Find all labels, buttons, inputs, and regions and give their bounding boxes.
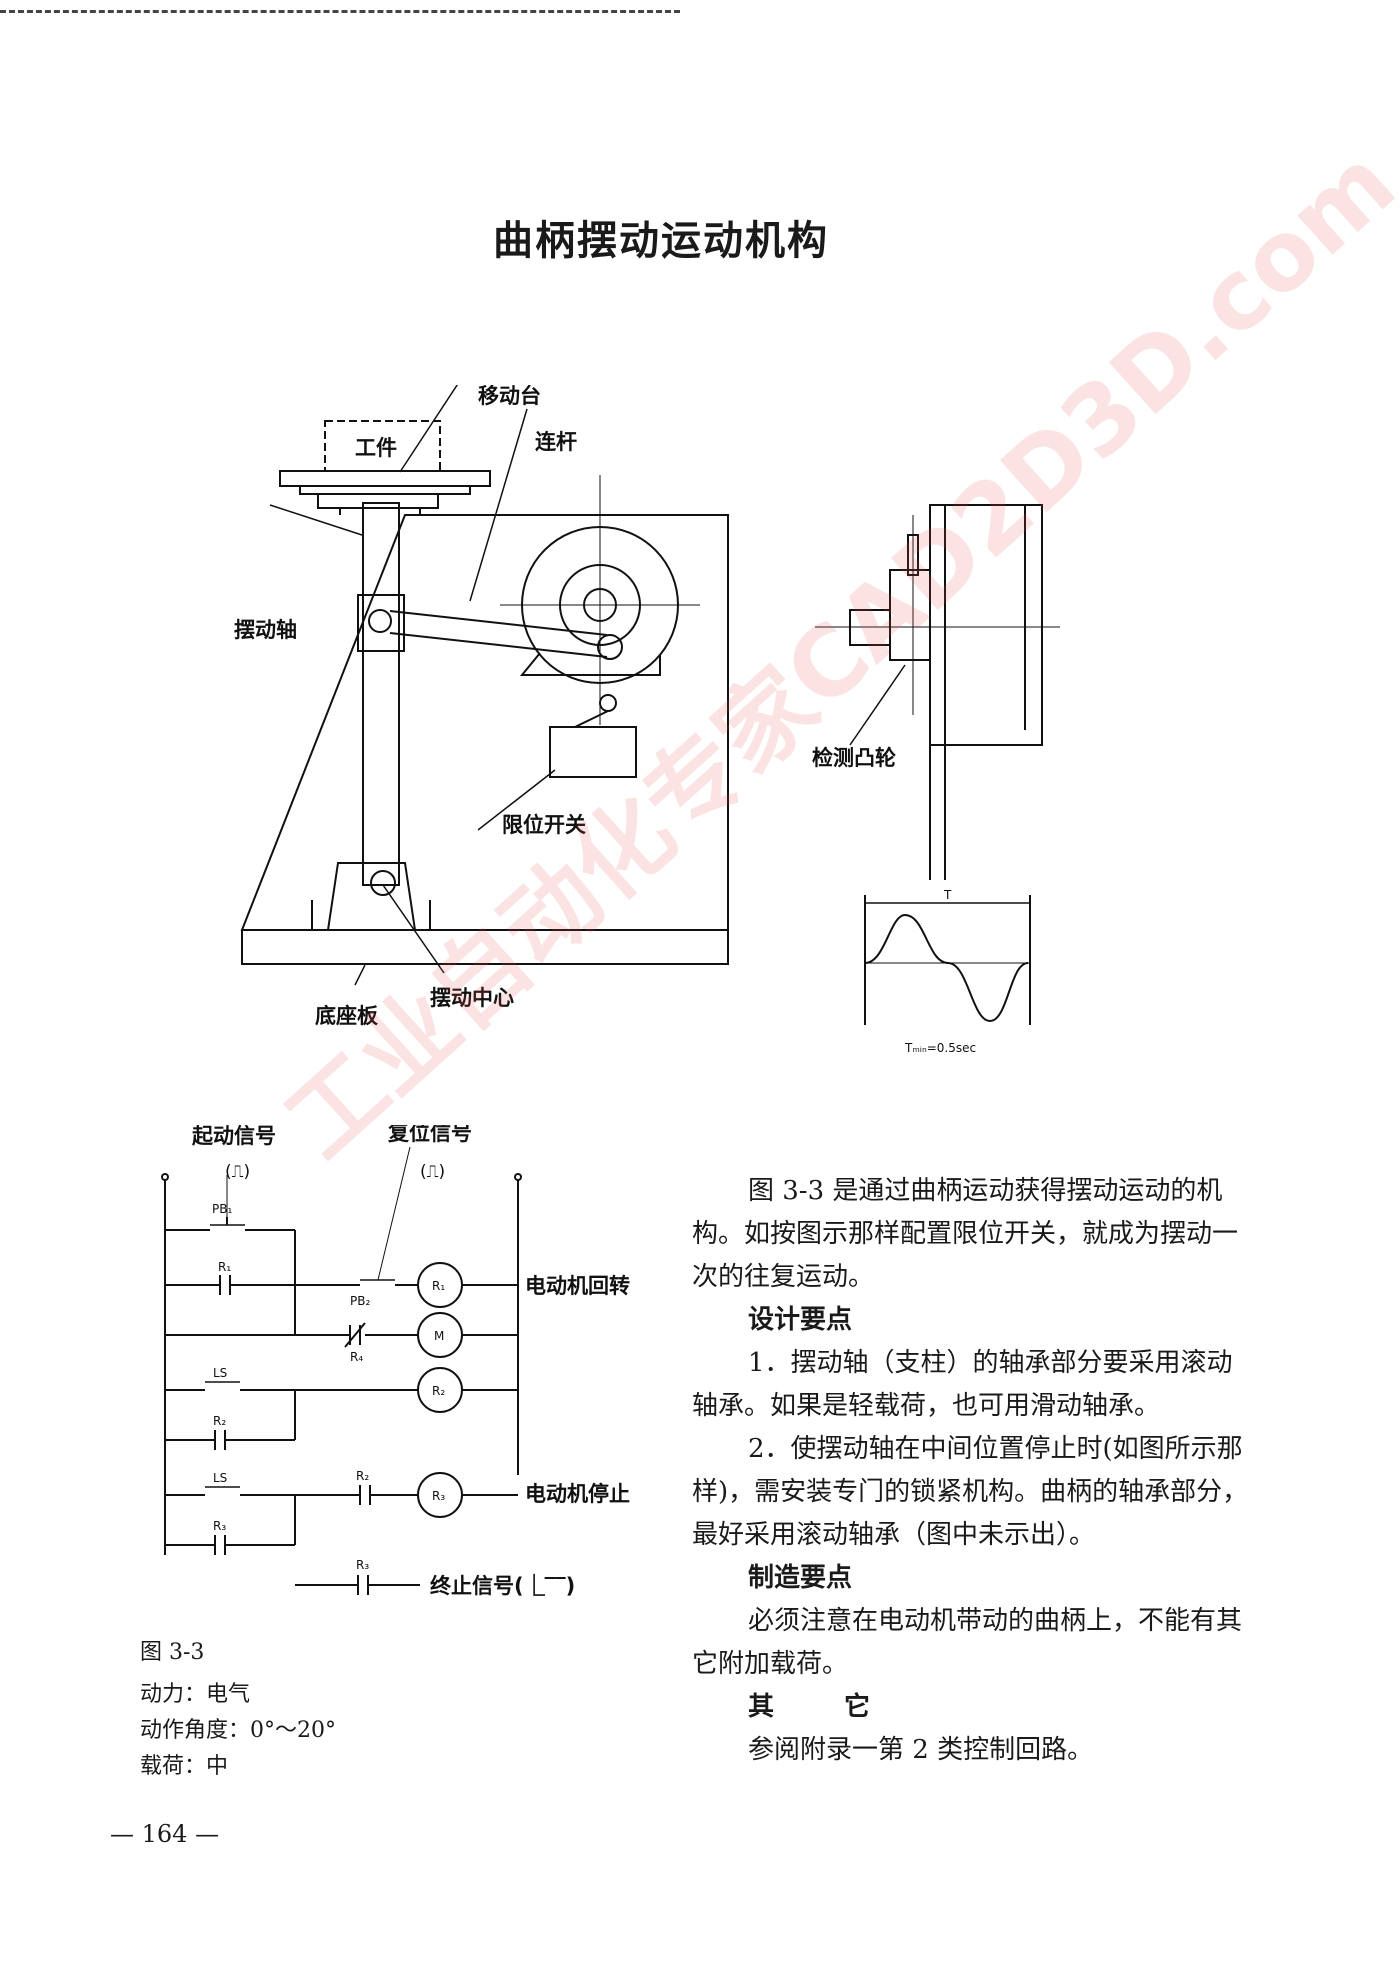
label-period: T: [943, 888, 952, 902]
label-cam: 检测凸轮: [812, 746, 896, 770]
figure-caption: 图 3-3 动力：电气 动作角度：0°～20° 载荷：中: [140, 1635, 336, 1785]
label-link: 连杆: [535, 430, 577, 454]
motor-stop-label: 电动机停止: [525, 1482, 630, 1506]
manufacturing-point: 必须注意在电动机带动的曲柄上，不能有其它附加载荷。: [692, 1606, 1243, 1679]
end-signal-label: 终止信号(⎿‾‾): [430, 1574, 575, 1598]
top-dashed-border: [0, 10, 680, 13]
r2-coil: R₂: [432, 1384, 445, 1398]
limit-switch-body: [549, 726, 637, 778]
ls1-label: LS: [213, 1366, 227, 1380]
r4-label: R₄: [350, 1350, 363, 1364]
label-limit-switch: 限位开关: [502, 813, 586, 837]
reset-pulse: (⎍): [420, 1162, 445, 1182]
label-base-plate: 底座板: [315, 1004, 379, 1028]
side-view-diagram: 检测凸轮 T Tₘᵢₙ=0.5sec: [812, 504, 1060, 1055]
base-plate: [241, 929, 729, 965]
motor-run-label: 电动机回转: [525, 1274, 630, 1298]
design-point-2: 2．使摆动轴在中间位置停止时(如图所示那样)，需安装专门的锁紧机构。曲柄的轴承部…: [692, 1434, 1249, 1550]
label-swing-center: 摆动中心: [430, 986, 514, 1010]
figure-number: 图 3-3: [140, 1640, 205, 1665]
moving-table: [279, 470, 491, 487]
r2-contact-2-label: R₂: [356, 1469, 369, 1483]
start-signal-label: 起动信号: [191, 1125, 276, 1148]
waveform-curve: [864, 913, 1029, 1023]
other-heading: 其 它: [748, 1692, 893, 1722]
ls2-label: LS: [213, 1471, 227, 1485]
pb2-label: PB₂: [350, 1294, 370, 1308]
label-workpiece: 工件: [355, 436, 397, 460]
intro-paragraph: 图 3-3 是通过曲柄运动获得摆动运动的机构。如按图示那样配置限位开关，就成为摆…: [692, 1176, 1239, 1292]
r3-contact-label: R₃: [213, 1519, 226, 1533]
angle-spec: 动作角度：0°～20°: [140, 1718, 336, 1743]
m-label: M: [434, 1329, 444, 1343]
swing-shaft: [362, 502, 400, 886]
manufacturing-heading: 制造要点: [748, 1563, 853, 1593]
r3-coil: R₃: [432, 1489, 445, 1503]
design-heading: 设计要点: [748, 1305, 853, 1335]
label-timing: Tₘᵢₙ=0.5sec: [904, 1041, 976, 1055]
reset-signal-label: 复位信号: [387, 1125, 472, 1145]
r1-label: R₁: [218, 1260, 231, 1274]
r1-coil: R₁: [432, 1279, 445, 1293]
page-number: — 164 —: [110, 1820, 220, 1848]
load-spec: 载荷：中: [140, 1754, 229, 1779]
pb1-label: PB₁: [212, 1202, 232, 1216]
start-pulse: (⎍): [225, 1162, 250, 1182]
design-point-1: 1．摆动轴（支柱）的轴承部分要采用滚动轴承。如果是轻载荷，也可用滑动轴承。: [692, 1348, 1233, 1421]
power-spec: 动力：电气: [140, 1682, 251, 1707]
r2-contact-label: R₂: [213, 1414, 226, 1428]
control-circuit: 起动信号 复位信号 (⎍) (⎍) PB₁ R₁ PB₂ R₁ R₄ M LS …: [161, 1125, 630, 1598]
body-text: 图 3-3 是通过曲柄运动获得摆动运动的机构。如按图示那样配置限位开关，就成为摆…: [692, 1170, 1252, 1772]
label-table: 移动台: [478, 385, 541, 408]
other-paragraph: 参阅附录一第 2 类控制回路。: [748, 1735, 1094, 1765]
page-title: 曲柄摆动运动机构: [493, 218, 829, 264]
swing-center-pivot: [370, 870, 396, 896]
label-swing-shaft: 摆动轴: [234, 618, 297, 642]
mechanism-diagram: 移动台 工件 连杆 摆动轴 限位开关 摆动中心 底座板: [234, 385, 729, 1028]
r3-contact-2-label: R₃: [356, 1558, 369, 1572]
